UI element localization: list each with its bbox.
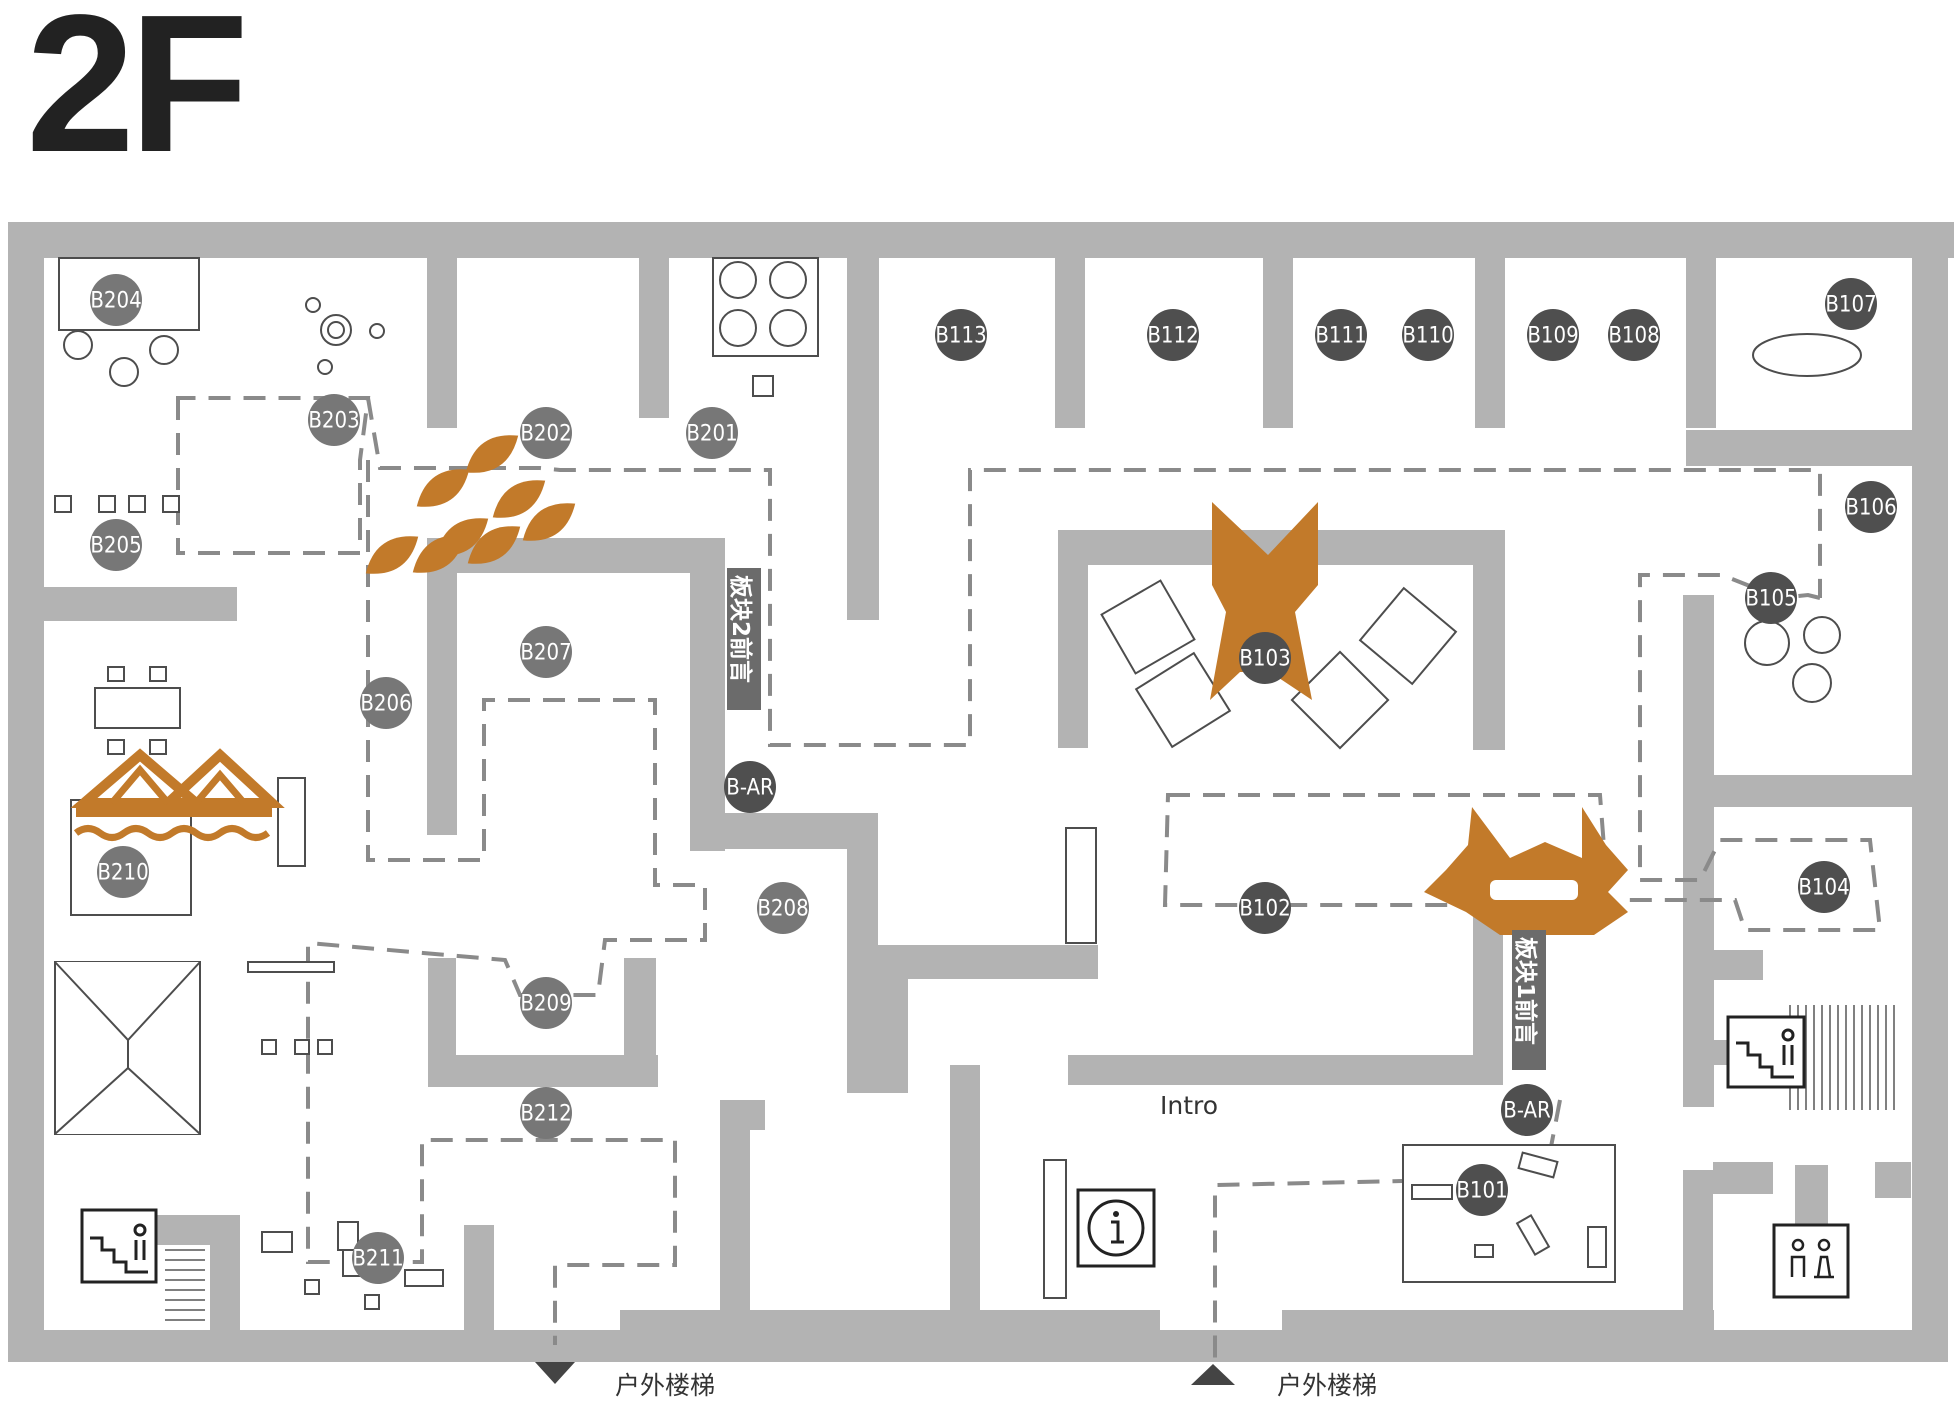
exhibit-marker[interactable]: B201 <box>686 407 738 459</box>
furniture <box>54 257 1895 1321</box>
leaf-cluster-graphic <box>365 435 576 574</box>
exhibit-marker[interactable]: B210 <box>97 846 149 898</box>
exhibit-marker[interactable]: B109 <box>1527 309 1579 361</box>
exhibit-marker[interactable]: B202 <box>520 407 572 459</box>
exhibit-marker-label: B102 <box>1239 897 1290 922</box>
leaf-shape <box>465 435 519 473</box>
exhibit-marker-label: B203 <box>308 409 359 434</box>
section-2-preface-text: 板块2前言 <box>727 575 754 683</box>
exhibit-marker-label: B208 <box>757 897 808 922</box>
exhibit-marker-label: B212 <box>520 1102 571 1127</box>
section-1-preface-text: 板块1前言 <box>1512 937 1539 1045</box>
exhibit-marker-label: B107 <box>1825 293 1876 318</box>
exhibit-marker[interactable]: B-AR <box>1501 1084 1553 1136</box>
exhibit-marker-label: B207 <box>520 641 571 666</box>
exhibit-marker-label: B202 <box>520 422 571 447</box>
exhibit-marker-label: B105 <box>1745 587 1796 612</box>
exhibit-marker[interactable]: B105 <box>1745 572 1797 624</box>
exhibit-marker-label: B-AR <box>726 776 774 801</box>
exhibit-marker-label: B204 <box>90 289 141 314</box>
exhibit-marker-label: B206 <box>360 692 411 717</box>
walls <box>8 222 1954 1362</box>
exhibit-marker-label: B106 <box>1845 496 1896 521</box>
exhibit-marker[interactable]: B207 <box>520 626 572 678</box>
leaf-shape <box>467 526 521 564</box>
exhibit-marker[interactable]: B203 <box>308 394 360 446</box>
exhibit-marker[interactable]: B208 <box>757 882 809 934</box>
intro-label: Intro <box>1160 1091 1218 1120</box>
exhibit-marker-label: B108 <box>1608 324 1659 349</box>
exhibit-marker-label: B211 <box>352 1247 403 1272</box>
exhibit-marker[interactable]: B206 <box>360 677 412 729</box>
bridge-graphic <box>70 748 285 841</box>
exhibit-marker-label: B103 <box>1239 647 1290 672</box>
leaf-shape <box>522 503 576 541</box>
exhibit-marker[interactable]: B204 <box>90 274 142 326</box>
stairs-icon <box>1726 1015 1806 1089</box>
outdoor-stairs-label: 户外楼梯 <box>1277 1371 1377 1400</box>
exhibit-marker[interactable]: B209 <box>520 977 572 1029</box>
exhibit-marker[interactable]: B-AR <box>724 761 776 813</box>
exhibit-marker-label: B113 <box>935 324 986 349</box>
exhibit-marker[interactable]: B112 <box>1147 309 1199 361</box>
exhibit-marker-label: B111 <box>1315 324 1366 349</box>
exhibit-marker[interactable]: B101 <box>1456 1164 1508 1216</box>
exhibit-marker[interactable]: B205 <box>90 519 142 571</box>
x-lantern-graphic <box>1210 502 1318 700</box>
exhibit-marker-label: B112 <box>1147 324 1198 349</box>
floor-title: 2F <box>26 0 249 193</box>
section-2-preface-label: 板块2前言 <box>727 568 761 710</box>
exhibit-marker-label: B110 <box>1402 324 1453 349</box>
arrow-up-icon <box>1191 1364 1235 1385</box>
crown-graphic <box>1424 807 1628 935</box>
exhibit-marker[interactable]: B108 <box>1608 309 1660 361</box>
exhibit-marker[interactable]: B113 <box>935 309 987 361</box>
exhibit-marker-label: B109 <box>1527 324 1578 349</box>
exhibit-marker-label: B205 <box>90 534 141 559</box>
exhibit-marker-label: B-AR <box>1503 1099 1551 1124</box>
stairs-icon <box>80 1208 158 1284</box>
exhibit-marker-label: B209 <box>520 992 571 1017</box>
exhibit-marker[interactable]: B104 <box>1798 861 1850 913</box>
outdoor-stairs-label: 户外楼梯 <box>615 1371 715 1400</box>
exhibit-marker-label: B101 <box>1456 1179 1507 1204</box>
exhibit-marker[interactable]: B106 <box>1845 481 1897 533</box>
leaf-shape <box>435 518 489 556</box>
exhibit-marker[interactable]: B212 <box>520 1087 572 1139</box>
section-1-preface-label: 板块1前言 <box>1512 930 1546 1070</box>
leaf-shape <box>416 469 470 507</box>
exhibit-marker[interactable]: B111 <box>1315 309 1367 361</box>
exhibit-marker-label: B201 <box>686 422 737 447</box>
exhibit-marker[interactable]: B107 <box>1825 278 1877 330</box>
arrow-down-icon <box>535 1362 575 1384</box>
leaf-shape <box>492 480 546 518</box>
exhibit-marker[interactable]: B211 <box>352 1232 404 1284</box>
exhibit-marker[interactable]: B102 <box>1239 882 1291 934</box>
exhibit-marker[interactable]: B103 <box>1239 632 1291 684</box>
exhibit-marker-label: B104 <box>1798 876 1849 901</box>
restroom-icon <box>1772 1223 1850 1299</box>
info-icon <box>1076 1188 1156 1268</box>
exhibit-marker[interactable]: B110 <box>1402 309 1454 361</box>
exhibit-marker-label: B210 <box>97 861 148 886</box>
leaf-shape <box>365 536 419 574</box>
